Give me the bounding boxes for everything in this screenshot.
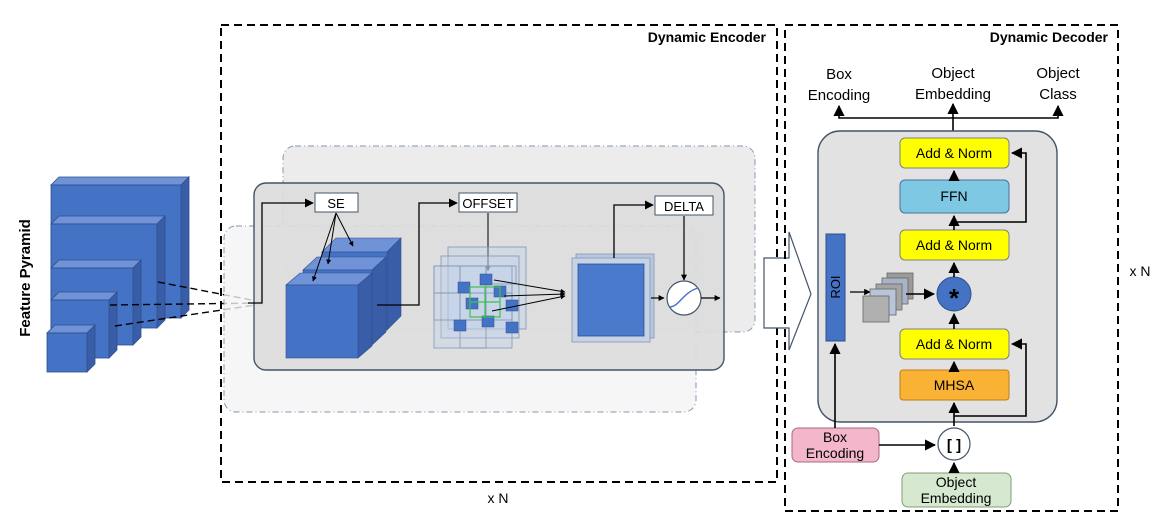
output-object-class-line1: Object <box>1036 65 1080 82</box>
output-box-encoding-line2: Encoding <box>808 87 871 104</box>
decoder-repeat-label: x N <box>1130 263 1151 279</box>
mhsa-label: MHSA <box>934 377 975 393</box>
cube-to-offset-arrow <box>377 198 458 306</box>
roi-label: ROI <box>828 275 843 298</box>
input-box-encoding-line1: Box <box>823 429 847 445</box>
feature-pyramid <box>46 176 190 373</box>
input-box-encoding-line2: Encoding <box>806 445 864 461</box>
output-object-class-line2: Class <box>1039 86 1077 103</box>
activation-circle <box>666 280 702 316</box>
concat-circle <box>937 427 971 461</box>
map-to-delta-arrow <box>613 200 654 258</box>
delta-box <box>654 195 714 216</box>
add-norm-top-label: Add & Norm <box>916 145 992 161</box>
concat-symbol: [ ] <box>947 437 961 454</box>
add-norm-top-box <box>899 137 1010 169</box>
se-box <box>314 192 359 213</box>
dynamic-decoder-title: Dynamic Decoder <box>990 29 1109 45</box>
roi-feature-stack <box>862 272 914 323</box>
grid-highlight <box>469 286 501 318</box>
roi-box <box>825 233 846 342</box>
dynamic-encoder-box <box>220 24 778 483</box>
ffn-label: FFN <box>940 188 967 204</box>
offset-box <box>458 192 518 213</box>
dynamic-decoder-box <box>784 24 1119 512</box>
output-box-encoding-line1: Box <box>826 66 852 83</box>
pyramid-level-5 <box>46 332 88 373</box>
se-output-arrows <box>312 212 354 282</box>
add-norm-low-label: Add & Norm <box>916 336 992 352</box>
output-object-embedding-line2: Embedding <box>915 86 991 103</box>
input-to-se-arrow <box>248 198 314 304</box>
offset-label: OFFSET <box>462 196 513 211</box>
output-feature-map <box>571 253 655 343</box>
dynamic-encoder-title: Dynamic Encoder <box>648 29 767 45</box>
delta-label: DELTA <box>664 199 704 214</box>
input-object-embedding-line2: Embedding <box>921 490 992 506</box>
input-feature-cube <box>285 237 402 359</box>
se-label: SE <box>327 196 345 211</box>
dynamic-conv-symbol: * <box>949 283 960 313</box>
decoder-flow-arrows <box>948 147 1027 426</box>
add-norm-mid-label: Add & Norm <box>916 237 992 253</box>
feature-pyramid-label: Feature Pyramid <box>17 219 34 337</box>
activation-curve-icon <box>669 287 699 308</box>
input-object-embedding-line1: Object <box>936 474 977 490</box>
encoder-to-decoder-arrow <box>763 231 812 351</box>
encoder-repeat-label: x N <box>488 490 509 506</box>
output-object-embedding-line1: Object <box>931 65 975 82</box>
grid-to-output-arrows <box>491 279 566 312</box>
